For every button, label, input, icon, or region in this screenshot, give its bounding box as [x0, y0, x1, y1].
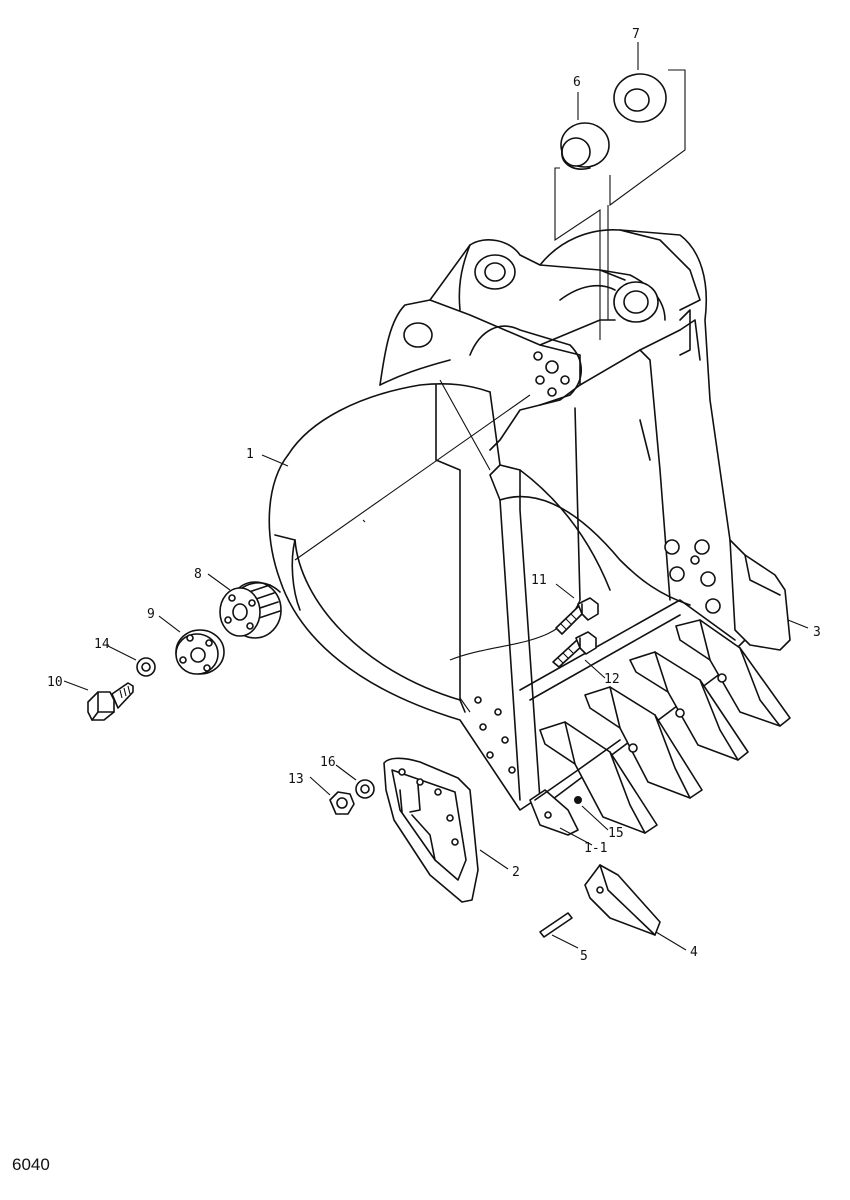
leader-lines — [63, 42, 809, 951]
callout-11: 11 — [531, 573, 547, 588]
callout-1-1: 1-1 — [584, 841, 607, 856]
callout-1: 1 — [246, 447, 254, 462]
washer-part-14 — [136, 657, 156, 677]
callout-12: 12 — [604, 672, 620, 687]
callout-14: 14 — [94, 637, 110, 652]
callout-10: 10 — [47, 675, 63, 690]
callout-2: 2 — [512, 865, 520, 880]
callout-4: 4 — [690, 945, 698, 960]
callout-5: 5 — [580, 949, 588, 964]
bucket-body — [268, 229, 746, 811]
plate-part-9 — [175, 629, 225, 675]
callout-15: 15 — [608, 826, 624, 841]
bushing-part-7 — [613, 73, 667, 123]
callout-13: 13 — [288, 772, 304, 787]
tooth-row — [529, 619, 791, 836]
bolt-part-12 — [552, 631, 597, 668]
bushing-assembly-lines — [554, 69, 686, 340]
callout-9: 9 — [147, 607, 155, 622]
side-cutter-part-3 — [729, 539, 791, 651]
nut-part-13 — [329, 791, 355, 815]
tooth-part-4 — [584, 864, 661, 936]
callout-8: 8 — [194, 567, 202, 582]
bolt-part-11 — [555, 597, 599, 635]
drawing-code: 6040 — [12, 1155, 50, 1174]
callout-6: 6 — [573, 75, 581, 90]
boss-part-8 — [219, 581, 282, 639]
callout-7: 7 — [632, 27, 640, 42]
bolt-part-10 — [87, 682, 134, 721]
callout-3: 3 — [813, 625, 821, 640]
side-cutter-part-2 — [383, 757, 479, 903]
callout-16: 16 — [320, 755, 336, 770]
callout-labels: 1 6 7 8 9 14 10 11 12 3 2 13 16 15 1-1 4… — [47, 27, 821, 964]
pin-part-5 — [539, 912, 573, 938]
bushing-part-6 — [560, 122, 610, 170]
washer-part-16 — [355, 779, 375, 799]
